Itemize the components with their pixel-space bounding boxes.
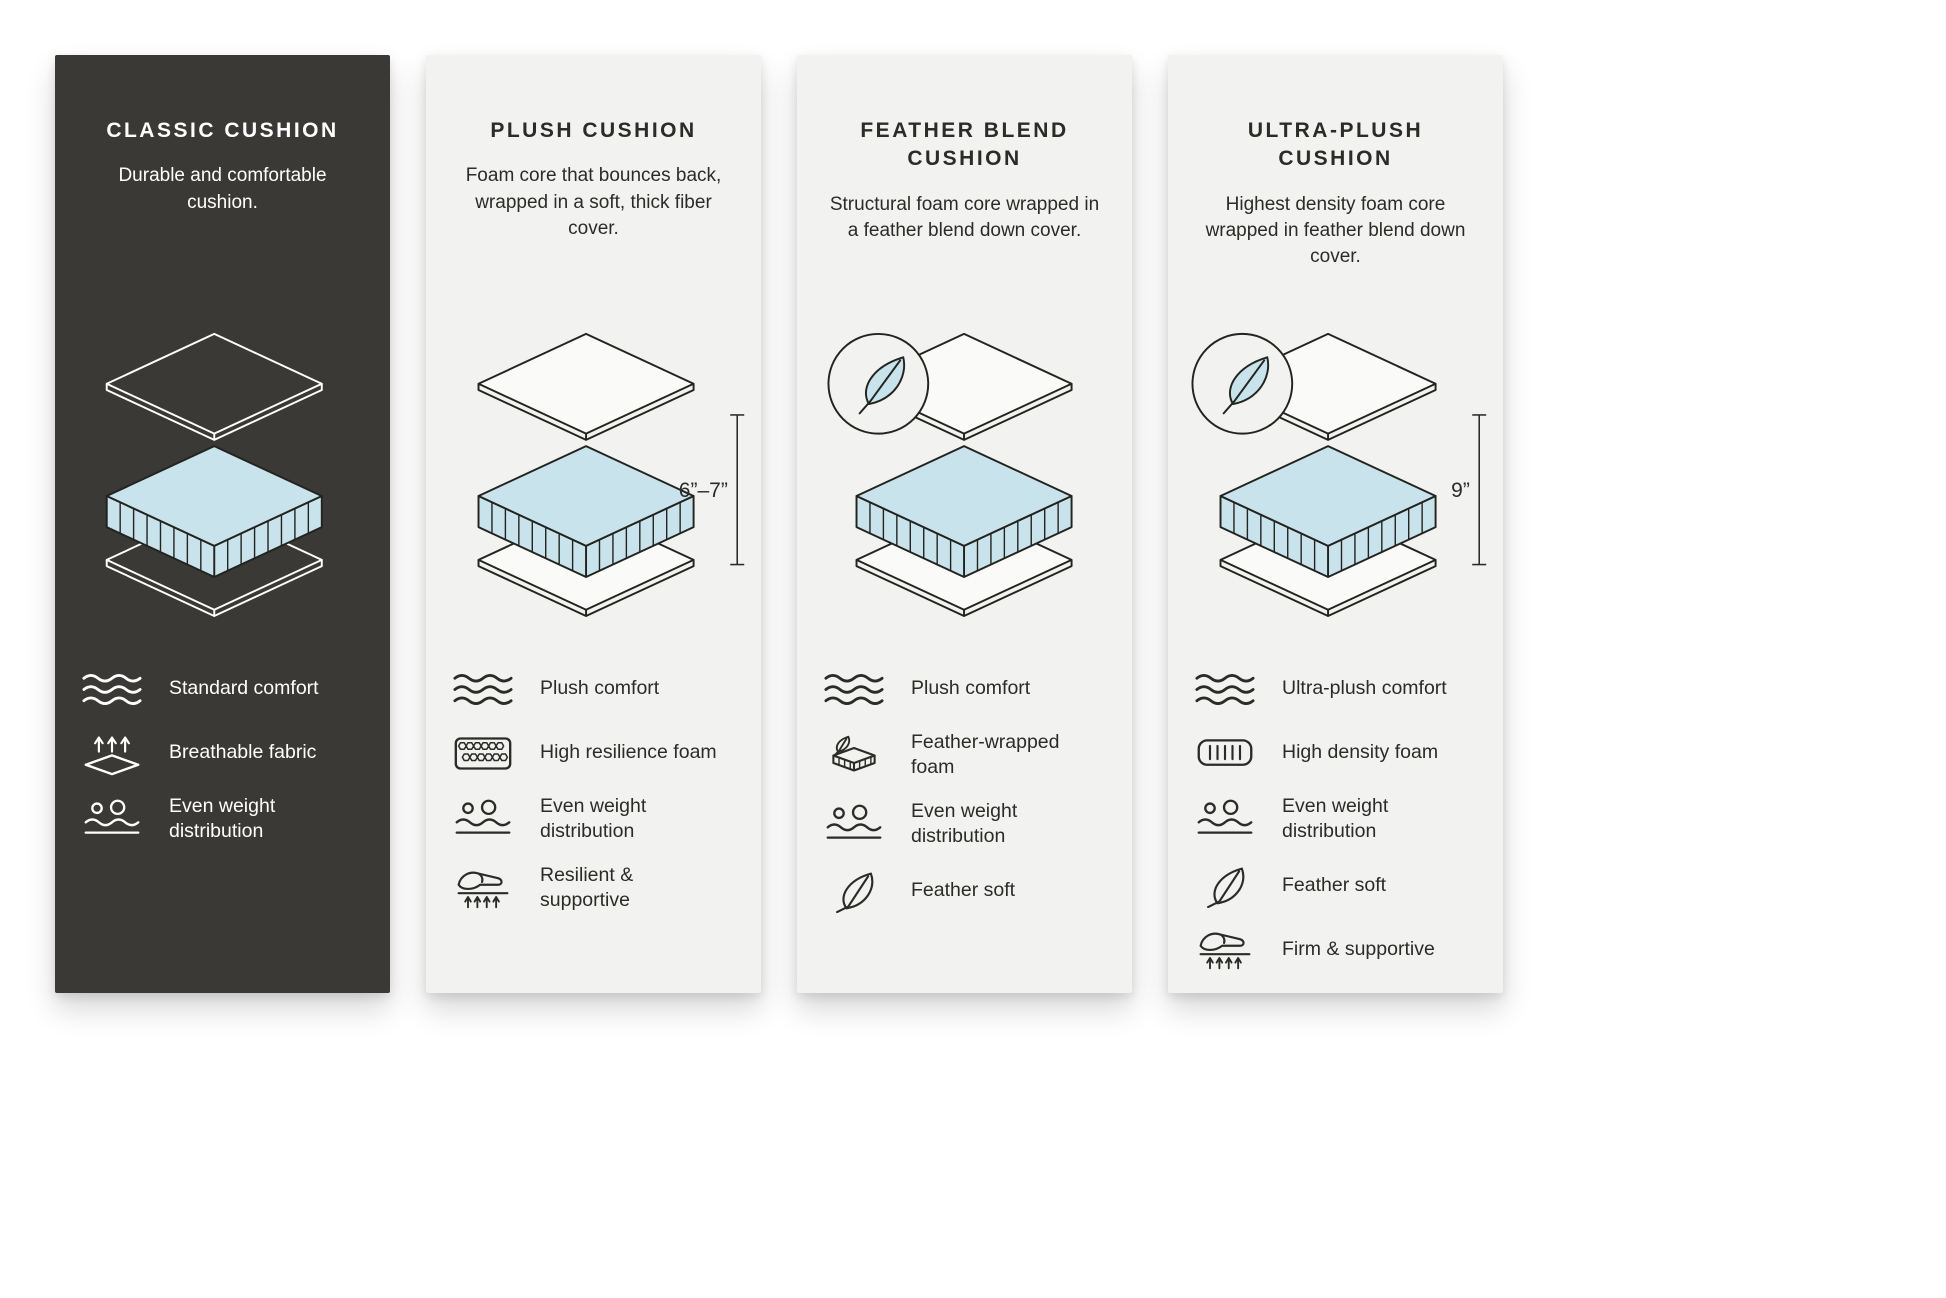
- feature-row: Breathable fabric: [81, 721, 368, 785]
- feature-row: High resilience foam: [452, 721, 739, 785]
- panel-description: Durable and comfortable cushion.: [118, 165, 327, 213]
- feature-label: Feather soft: [911, 878, 1016, 901]
- waves-icon: [81, 667, 143, 712]
- feature-row: Plush comfort: [452, 657, 739, 721]
- panel-title: FEATHER BLEND CUSHION: [860, 119, 1069, 171]
- feature-row: Resilient & supportive: [452, 854, 739, 923]
- waves-icon: [823, 667, 885, 712]
- cushion-layers-diagram: 6”–7”: [426, 323, 761, 623]
- feature-label: Ultra-plush comfort: [1282, 677, 1447, 700]
- cushion-layers-diagram: 9”: [1168, 323, 1503, 623]
- feature-row: High density foam: [1194, 721, 1481, 785]
- density-foam-icon: [1194, 731, 1256, 776]
- cushion-diagram-svg: [107, 333, 323, 616]
- cushion-diagram-svg: 6”–7”: [478, 333, 744, 616]
- feature-label: Plush comfort: [540, 677, 660, 700]
- even-weight-icon: [452, 797, 514, 842]
- feature-row: Ultra-plush comfort: [1194, 657, 1481, 721]
- panel-row: CLASSIC CUSHION Durable and comfortable …: [55, 55, 1503, 993]
- feature-label: Breathable fabric: [169, 741, 317, 764]
- feature-row: Feather soft: [1194, 854, 1481, 918]
- feather-badge: [827, 332, 930, 435]
- hand-press-icon: [1194, 927, 1256, 972]
- even-weight-icon: [823, 802, 885, 847]
- feature-list: Plush comfort High resilience foam Even …: [452, 657, 739, 922]
- panel-title: ULTRA-PLUSH CUSHION: [1247, 119, 1424, 171]
- feature-label: Even weight distribution: [540, 795, 647, 843]
- feature-label: Firm & supportive: [1282, 938, 1435, 961]
- panel-title: PLUSH CUSHION: [490, 119, 697, 142]
- feature-label: Plush comfort: [911, 677, 1031, 700]
- feature-row: Firm & supportive: [1194, 918, 1481, 982]
- even-weight-icon: [1194, 797, 1256, 842]
- feature-label: High resilience foam: [540, 741, 717, 764]
- panel-description: Highest density foam core wrapped in fea…: [1205, 193, 1466, 268]
- measurement-label: 9”: [1451, 479, 1470, 502]
- feature-label: High density foam: [1282, 741, 1439, 764]
- panel-plush-cushion: PLUSH CUSHION Foam core that bounces bac…: [426, 55, 761, 993]
- feature-list: Ultra-plush comfort High density foam Ev…: [1194, 657, 1481, 982]
- panel-description: Structural foam core wrapped in a feathe…: [829, 193, 1100, 241]
- waves-icon: [452, 667, 514, 712]
- panel-title: CLASSIC CUSHION: [106, 119, 339, 142]
- feature-row: Even weight distribution: [1194, 785, 1481, 854]
- feature-row: Feather soft: [823, 858, 1110, 922]
- cushion-diagram-svg: 9”: [1191, 332, 1486, 616]
- feather-foam-icon: [823, 733, 885, 778]
- feature-row: Even weight distribution: [81, 785, 368, 854]
- height-measurement: 9”: [1451, 414, 1486, 566]
- cushion-layers-diagram: [55, 323, 390, 623]
- cushion-layers-diagram: [797, 323, 1132, 623]
- feature-list: Standard comfort Breathable fabric Even …: [81, 657, 368, 854]
- feather-icon: [1194, 863, 1256, 909]
- feature-label: Even weight distribution: [911, 799, 1018, 848]
- resilience-foam-icon: [452, 731, 514, 776]
- feature-label: Standard comfort: [169, 677, 319, 700]
- feature-row: Even weight distribution: [452, 785, 739, 854]
- feature-row: Even weight distribution: [823, 790, 1110, 859]
- cushion-diagram-svg: [827, 332, 1073, 616]
- feature-label: Resilient & supportive: [540, 863, 634, 912]
- panel-feather-blend-cushion: FEATHER BLEND CUSHION Structural foam co…: [797, 55, 1132, 993]
- feature-row: Standard comfort: [81, 657, 368, 721]
- feature-row: Plush comfort: [823, 657, 1110, 721]
- waves-icon: [1194, 667, 1256, 712]
- hand-press-icon: [452, 866, 514, 911]
- feature-label: Even weight distribution: [1282, 795, 1389, 843]
- panel-ultra-plush-cushion: ULTRA-PLUSH CUSHION Highest density foam…: [1168, 55, 1503, 993]
- feature-label: Even weight distribution: [169, 795, 276, 843]
- feather-badge: [1191, 332, 1293, 435]
- feature-label: Feather soft: [1282, 874, 1387, 897]
- panel-description: Foam core that bounces back, wrapped in …: [465, 165, 722, 239]
- feature-list: Plush comfort Feather-wrapped foam Even …: [823, 657, 1110, 922]
- even-weight-icon: [81, 797, 143, 842]
- feature-label: Feather-wrapped foam: [911, 731, 1060, 779]
- height-measurement: 6”–7”: [678, 414, 744, 566]
- panel-classic-cushion: CLASSIC CUSHION Durable and comfortable …: [55, 55, 390, 993]
- feature-row: Feather-wrapped foam: [823, 721, 1110, 790]
- feather-icon: [823, 868, 885, 913]
- measurement-label: 6”–7”: [678, 479, 727, 502]
- breathable-fabric-icon: [81, 731, 143, 776]
